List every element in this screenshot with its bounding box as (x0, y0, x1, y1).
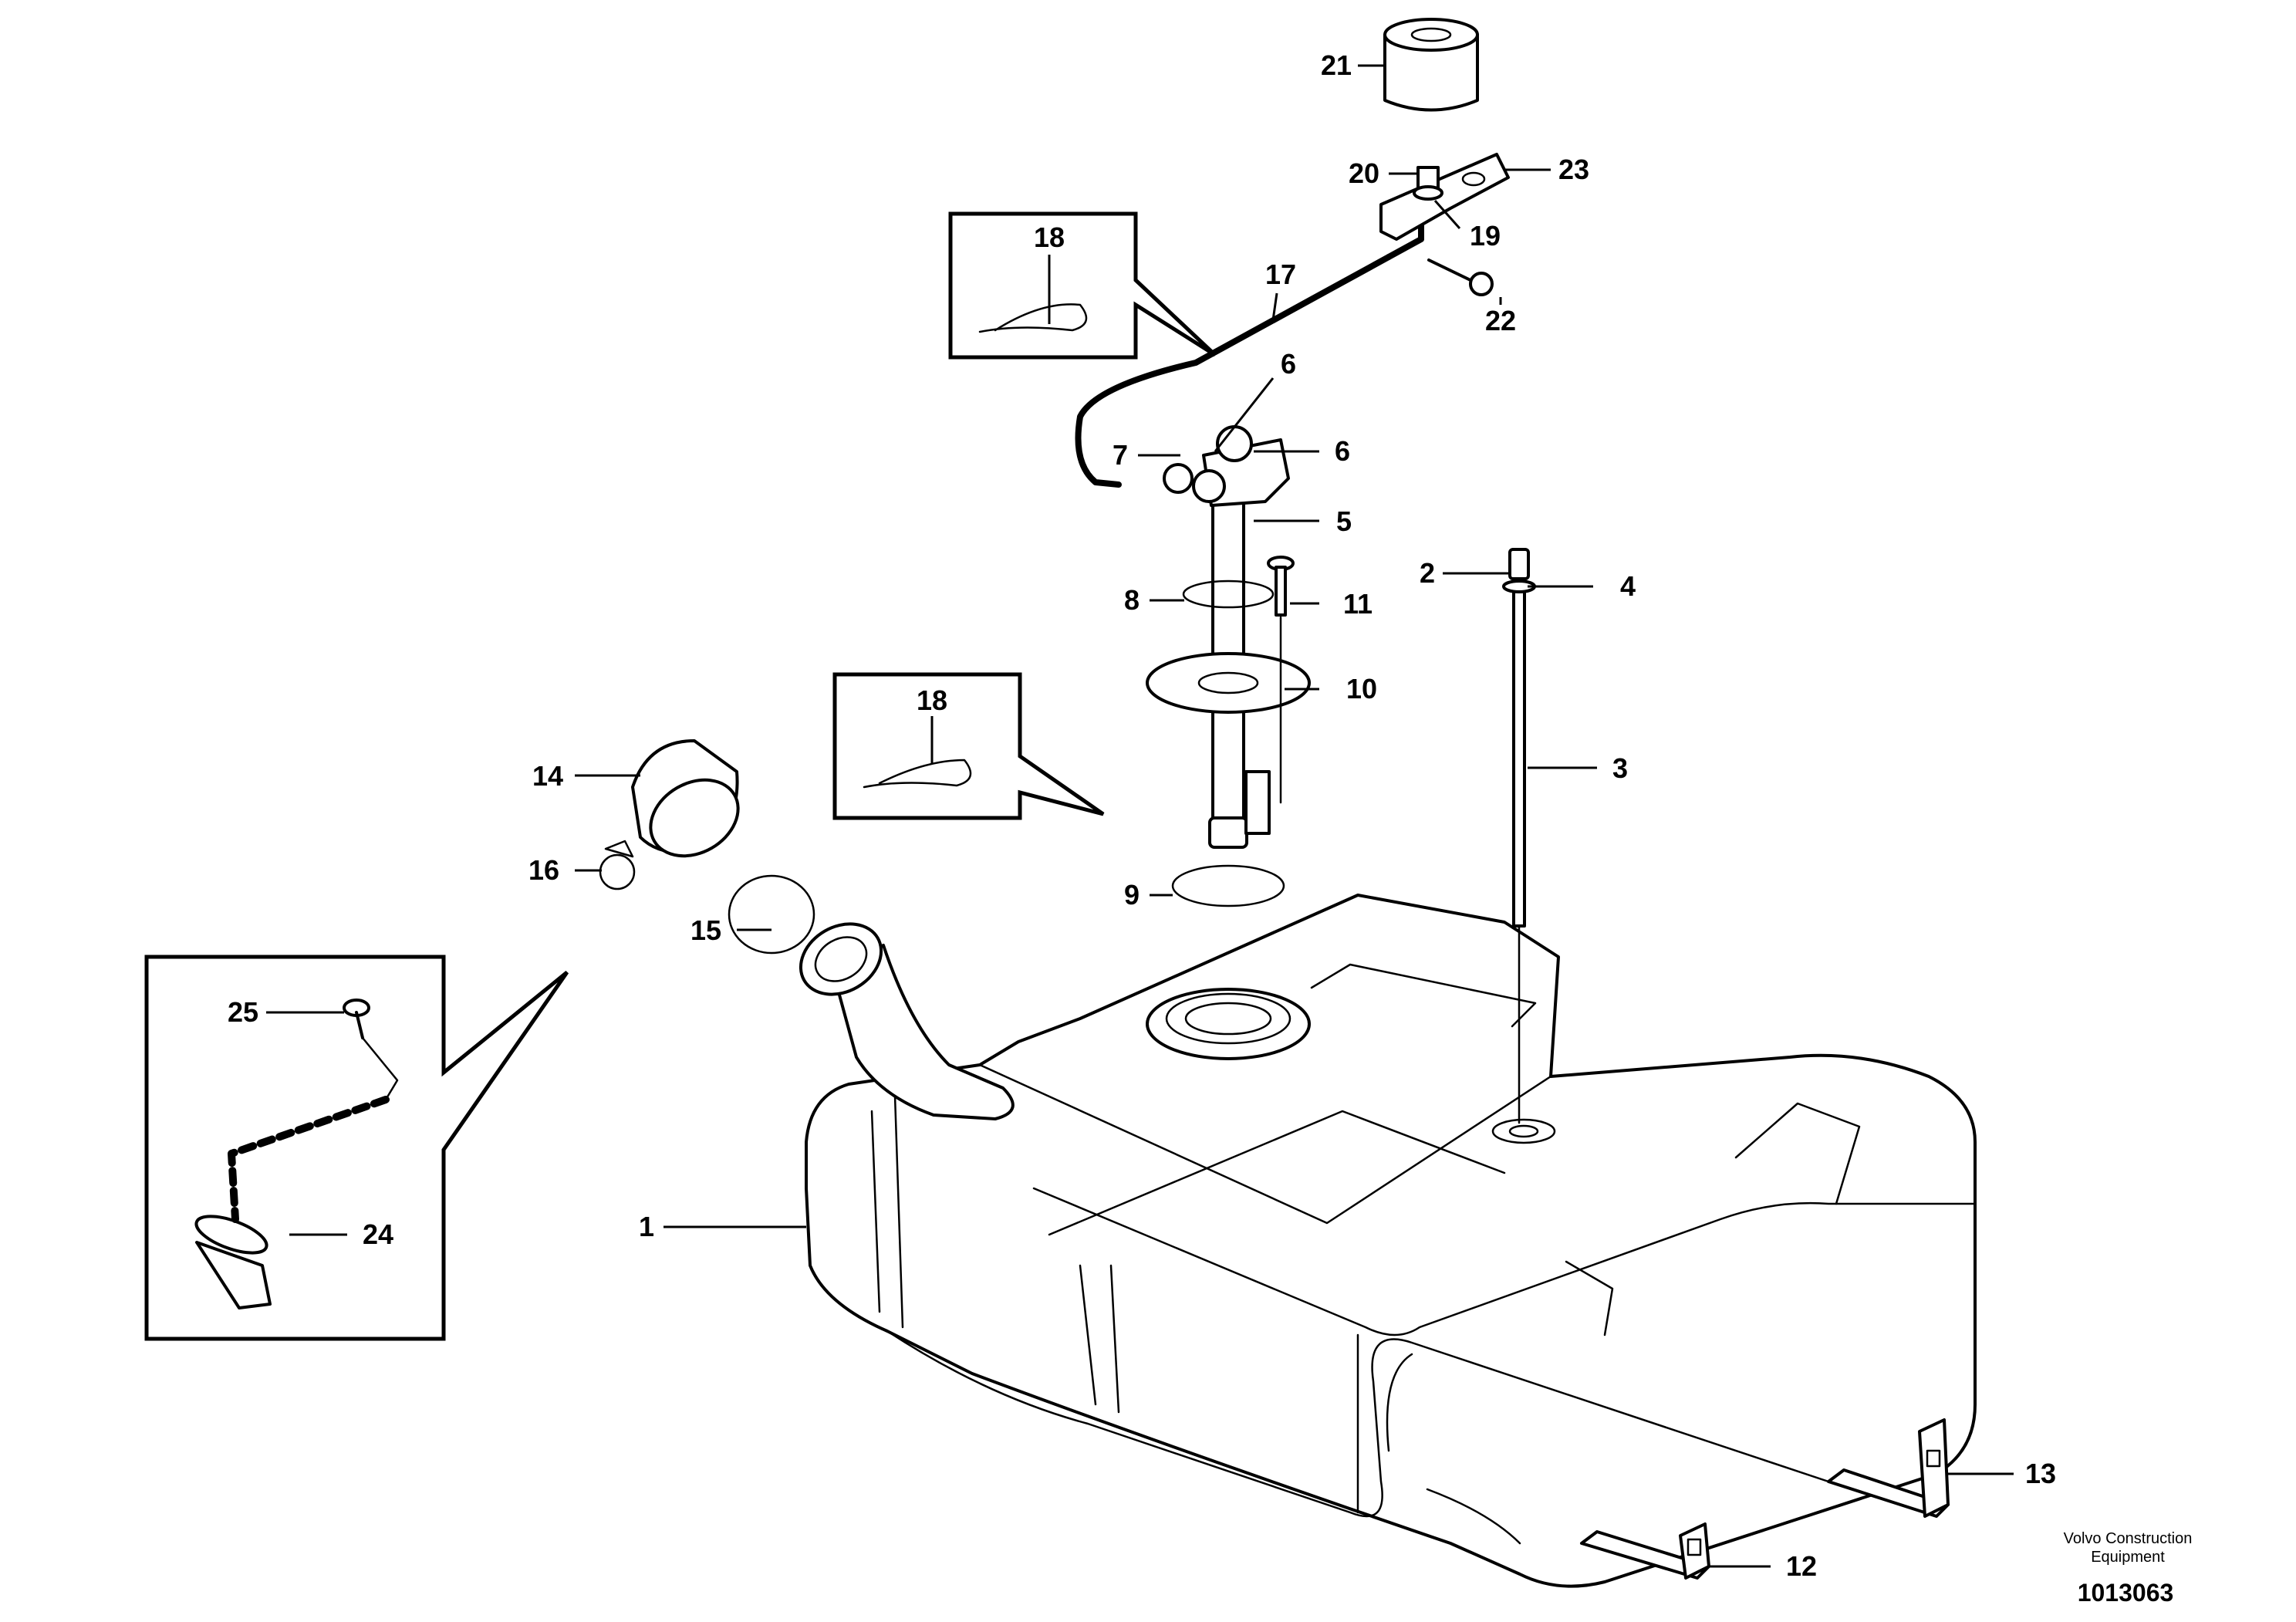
label-10: 10 (1346, 673, 1377, 705)
filler-cap-14 (631, 739, 740, 858)
label-5: 5 (1336, 505, 1352, 537)
nipple-20 (1413, 166, 1443, 201)
bracket-23 (1379, 153, 1510, 241)
label-1: 1 (639, 1211, 654, 1242)
sender-opening (1146, 988, 1311, 1060)
leader-lines (266, 64, 2014, 1568)
mounting-bracket-13 (1827, 1418, 1950, 1518)
cable-tie-inset-lower (832, 672, 1105, 820)
label-14: 14 (532, 760, 563, 792)
label-15: 15 (690, 914, 721, 946)
fuel-tank (805, 894, 1977, 1588)
label-18-upper: 18 (1034, 221, 1065, 253)
label-24: 24 (363, 1218, 393, 1250)
label-4: 4 (1620, 570, 1636, 602)
vent-hose-17 (1075, 254, 1392, 488)
label-19: 19 (1470, 220, 1501, 252)
label-16: 16 (528, 854, 559, 886)
cable-tie-inset-upper (948, 211, 1217, 360)
label-8: 8 (1124, 584, 1140, 616)
dipstick-tube-3 (1502, 548, 1536, 1124)
gasket-10 (1146, 652, 1311, 714)
label-21: 21 (1321, 49, 1352, 81)
label-18-lower: 18 (917, 684, 947, 716)
drawing-number: 1013063 (2078, 1579, 2174, 1607)
screw-22 (1427, 259, 1494, 296)
seal-ring-15 (728, 874, 815, 955)
label-17: 17 (1265, 259, 1296, 290)
label-22: 22 (1485, 305, 1516, 336)
screw-25 (343, 999, 370, 1039)
label-12: 12 (1786, 1550, 1817, 1582)
label-2: 2 (1420, 557, 1435, 589)
label-23: 23 (1558, 154, 1589, 185)
label-7: 7 (1113, 439, 1128, 471)
label-20: 20 (1349, 157, 1379, 189)
o-ring-9 (1171, 864, 1285, 907)
company-name-line1: Volvo Construction (2064, 1530, 2193, 1547)
label-13: 13 (2025, 1458, 2056, 1489)
label-6-upper: 6 (1281, 348, 1296, 380)
label-25: 25 (228, 996, 258, 1028)
breather-filter-21 (1383, 18, 1479, 112)
o-ring-8 (1182, 580, 1275, 609)
screw-11 (1267, 556, 1295, 804)
label-11: 11 (1343, 588, 1373, 620)
strainer-inset-box (144, 955, 569, 1341)
label-9: 9 (1124, 879, 1140, 911)
label-6-lower: 6 (1335, 435, 1350, 467)
part-labels: 1 2 3 4 5 6 6 7 8 9 10 11 12 13 14 15 16… (228, 49, 2056, 1582)
fuel-level-sender (1163, 425, 1290, 849)
retaining-strap-16 (599, 840, 636, 890)
fill-neck (799, 922, 1015, 1120)
company-name-line2: Equipment (2091, 1549, 2165, 1566)
label-3: 3 (1612, 752, 1628, 784)
footer: Volvo Construction Equipment 1013063 (2064, 1530, 2193, 1607)
